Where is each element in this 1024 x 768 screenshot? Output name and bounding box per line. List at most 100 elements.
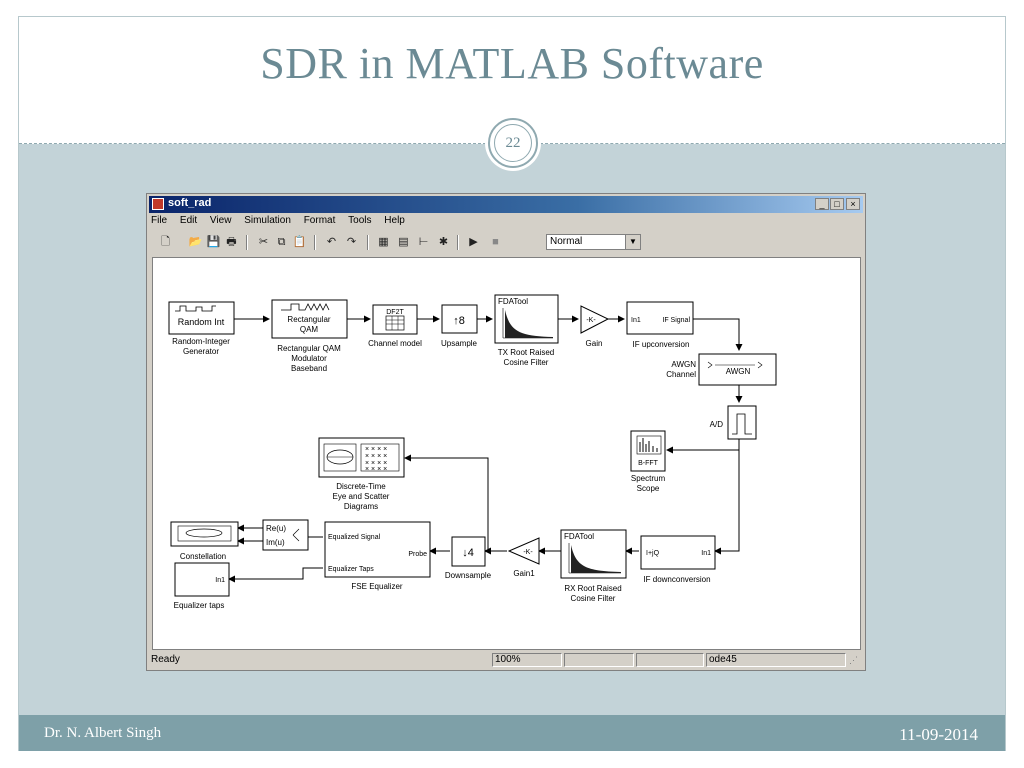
upsample-block[interactable]: ↑8 Upsample (441, 304, 478, 348)
im-port-label: Im(u) (266, 538, 285, 547)
spectrum-scope-block[interactable]: B-FFT Spectrum Scope (630, 430, 666, 493)
window-title: soft_rad (168, 197, 212, 209)
random-int-icon-label: Random Int (178, 317, 225, 327)
new-icon[interactable]: 🗋 (161, 236, 170, 248)
play-icon[interactable]: ▶ (469, 236, 478, 248)
debug-icon[interactable]: ✱ (438, 236, 449, 248)
qam-icon-label-2: QAM (300, 325, 319, 334)
if-down-out-port: In1 (701, 550, 711, 557)
gain1-icon-label: -K- (523, 549, 533, 556)
if-up-caption: IF upconversion (633, 340, 690, 349)
stop-icon[interactable]: ■ (492, 236, 499, 248)
random-int-caption-2: Generator (183, 347, 219, 356)
fse-port-taps: Equalizer Taps (328, 566, 374, 573)
window-titlebar[interactable]: soft_rad _ □ × (149, 196, 863, 213)
menu-file[interactable]: File (151, 215, 168, 226)
tx-filter-caption-2: Cosine Filter (504, 358, 549, 367)
toolbar-separator (457, 235, 459, 250)
awgn-channel-block[interactable]: AWGN AWGN Channel (666, 353, 777, 386)
chevron-down-icon[interactable]: ▼ (625, 235, 640, 249)
if-down-caption: IF downconversion (643, 575, 710, 584)
eq-taps-icon-label: In1 (215, 577, 225, 584)
status-ready: Ready (151, 654, 180, 665)
page-number-badge: 22 (488, 118, 538, 168)
constellation-scope-block[interactable]: Constellation (170, 521, 239, 561)
svg-text:× × × ×: × × × × (365, 460, 387, 467)
upsample-icon-label: ↑8 (453, 315, 465, 327)
menu-view[interactable]: View (209, 215, 232, 226)
toolbar-separator (367, 235, 369, 250)
fse-equalizer-block[interactable]: Equalized Signal Probe Equalizer Taps FS… (324, 521, 431, 591)
menu-help[interactable]: Help (384, 215, 405, 226)
if-up-in-port: In1 (631, 317, 641, 324)
page-number: 22 (494, 124, 532, 162)
close-button[interactable]: × (846, 198, 860, 210)
qam-icon-label-1: Rectangular (287, 315, 330, 324)
model-canvas[interactable]: Random Int Random-Integer Generator Rect… (152, 257, 861, 650)
open-icon[interactable]: 📂 (188, 236, 203, 248)
menu-simulation[interactable]: Simulation (244, 215, 291, 226)
gain1-block[interactable]: -K- Gain1 (507, 537, 540, 578)
copy-icon[interactable]: ⧉ (277, 236, 286, 248)
cut-icon[interactable]: ✂ (258, 236, 269, 248)
awgn-icon-label: AWGN (726, 367, 751, 376)
menu-tools[interactable]: Tools (348, 215, 372, 226)
status-cell-empty (564, 653, 634, 667)
eye-scatter-diagram-block[interactable]: × × × × × × × × × × × × × × × × Discrete… (318, 437, 405, 511)
rx-filter-caption-2: Cosine Filter (571, 594, 616, 603)
paste-icon[interactable]: 📋 (292, 236, 307, 248)
print-icon[interactable]: 🖶 (226, 236, 237, 248)
equalizer-taps-block[interactable]: In1 Equalizer taps (174, 562, 230, 610)
if-up-out-port: IF Signal (662, 317, 690, 324)
menu-edit[interactable]: Edit (179, 215, 198, 226)
save-icon[interactable]: 💾 (206, 236, 221, 248)
tx-root-raised-cosine-filter-block[interactable]: FDATool TX Root Raised Cosine Filter (494, 294, 559, 367)
toolbar-separator (314, 235, 316, 250)
svg-text:× × × ×: × × × × (365, 446, 387, 453)
upsample-caption: Upsample (441, 339, 478, 348)
hierarchy-icon[interactable]: ⊢ (418, 236, 429, 248)
gain-caption: Gain (586, 339, 603, 348)
if-upconversion-block[interactable]: In1 IF Signal IF upconversion (626, 301, 694, 349)
if-down-in-port: I+jQ (646, 550, 660, 557)
title-rule-right (540, 143, 1005, 144)
if-downconversion-block[interactable]: I+jQ In1 IF downconversion (640, 535, 716, 584)
simulation-mode-select[interactable]: Normal ▼ (546, 234, 641, 250)
fse-port-equalized: Equalized Signal (328, 534, 381, 541)
complex-to-real-imag-block[interactable]: Re(u) Im(u) (262, 519, 309, 551)
qam-caption-1: Rectangular QAM (277, 344, 341, 353)
downsample-caption: Downsample (445, 571, 492, 580)
minimize-button[interactable]: _ (815, 198, 829, 210)
block-diagram: Random Int Random-Integer Generator Rect… (168, 294, 777, 610)
channel-model-block[interactable]: DF2T Channel model (368, 304, 422, 348)
footer-band (19, 715, 1005, 751)
gain-block[interactable]: -K- Gain (580, 305, 610, 348)
undo-icon[interactable]: ↶ (326, 236, 337, 248)
redo-icon[interactable]: ↷ (346, 236, 357, 248)
toolbar-separator (246, 235, 248, 250)
simulink-window: soft_rad _ □ × File Edit View Simulation… (146, 193, 866, 671)
constellation-caption: Constellation (180, 552, 226, 561)
gain1-caption: Gain1 (513, 569, 535, 578)
title-rule-left (19, 143, 486, 144)
downsample-block[interactable]: ↓4 Downsample (445, 536, 492, 580)
menu-format[interactable]: Format (303, 215, 336, 226)
resize-grip-icon[interactable]: ⋰ (849, 655, 858, 665)
maximize-button[interactable]: □ (830, 198, 844, 210)
rx-root-raised-cosine-filter-block[interactable]: FDATool RX Root Raised Cosine Filter (560, 529, 627, 603)
library-icon[interactable]: ▦ (378, 236, 389, 248)
status-bar: Ready 100% ode45 ⋰ (149, 653, 863, 668)
qam-caption-2: Modulator (291, 354, 327, 363)
footer-author: Dr. N. Albert Singh (44, 725, 162, 741)
random-integer-generator-block[interactable]: Random Int Random-Integer Generator (168, 301, 235, 356)
rx-filter-caption-1: RX Root Raised (564, 584, 621, 593)
rectangular-qam-modulator-block[interactable]: Rectangular QAM Rectangular QAM Modulato… (271, 299, 348, 373)
tx-filter-caption-1: TX Root Raised (498, 348, 554, 357)
simulink-app-icon (152, 198, 164, 210)
model-browser-icon[interactable]: ▤ (398, 236, 409, 248)
fse-caption: FSE Equalizer (351, 582, 402, 591)
svg-text:× × × ×: × × × × (365, 466, 387, 473)
footer-date: 11-09-2014 (899, 725, 978, 744)
a-d-converter-block[interactable]: A/D (710, 405, 757, 440)
spectrum-caption-2: Scope (637, 484, 660, 493)
